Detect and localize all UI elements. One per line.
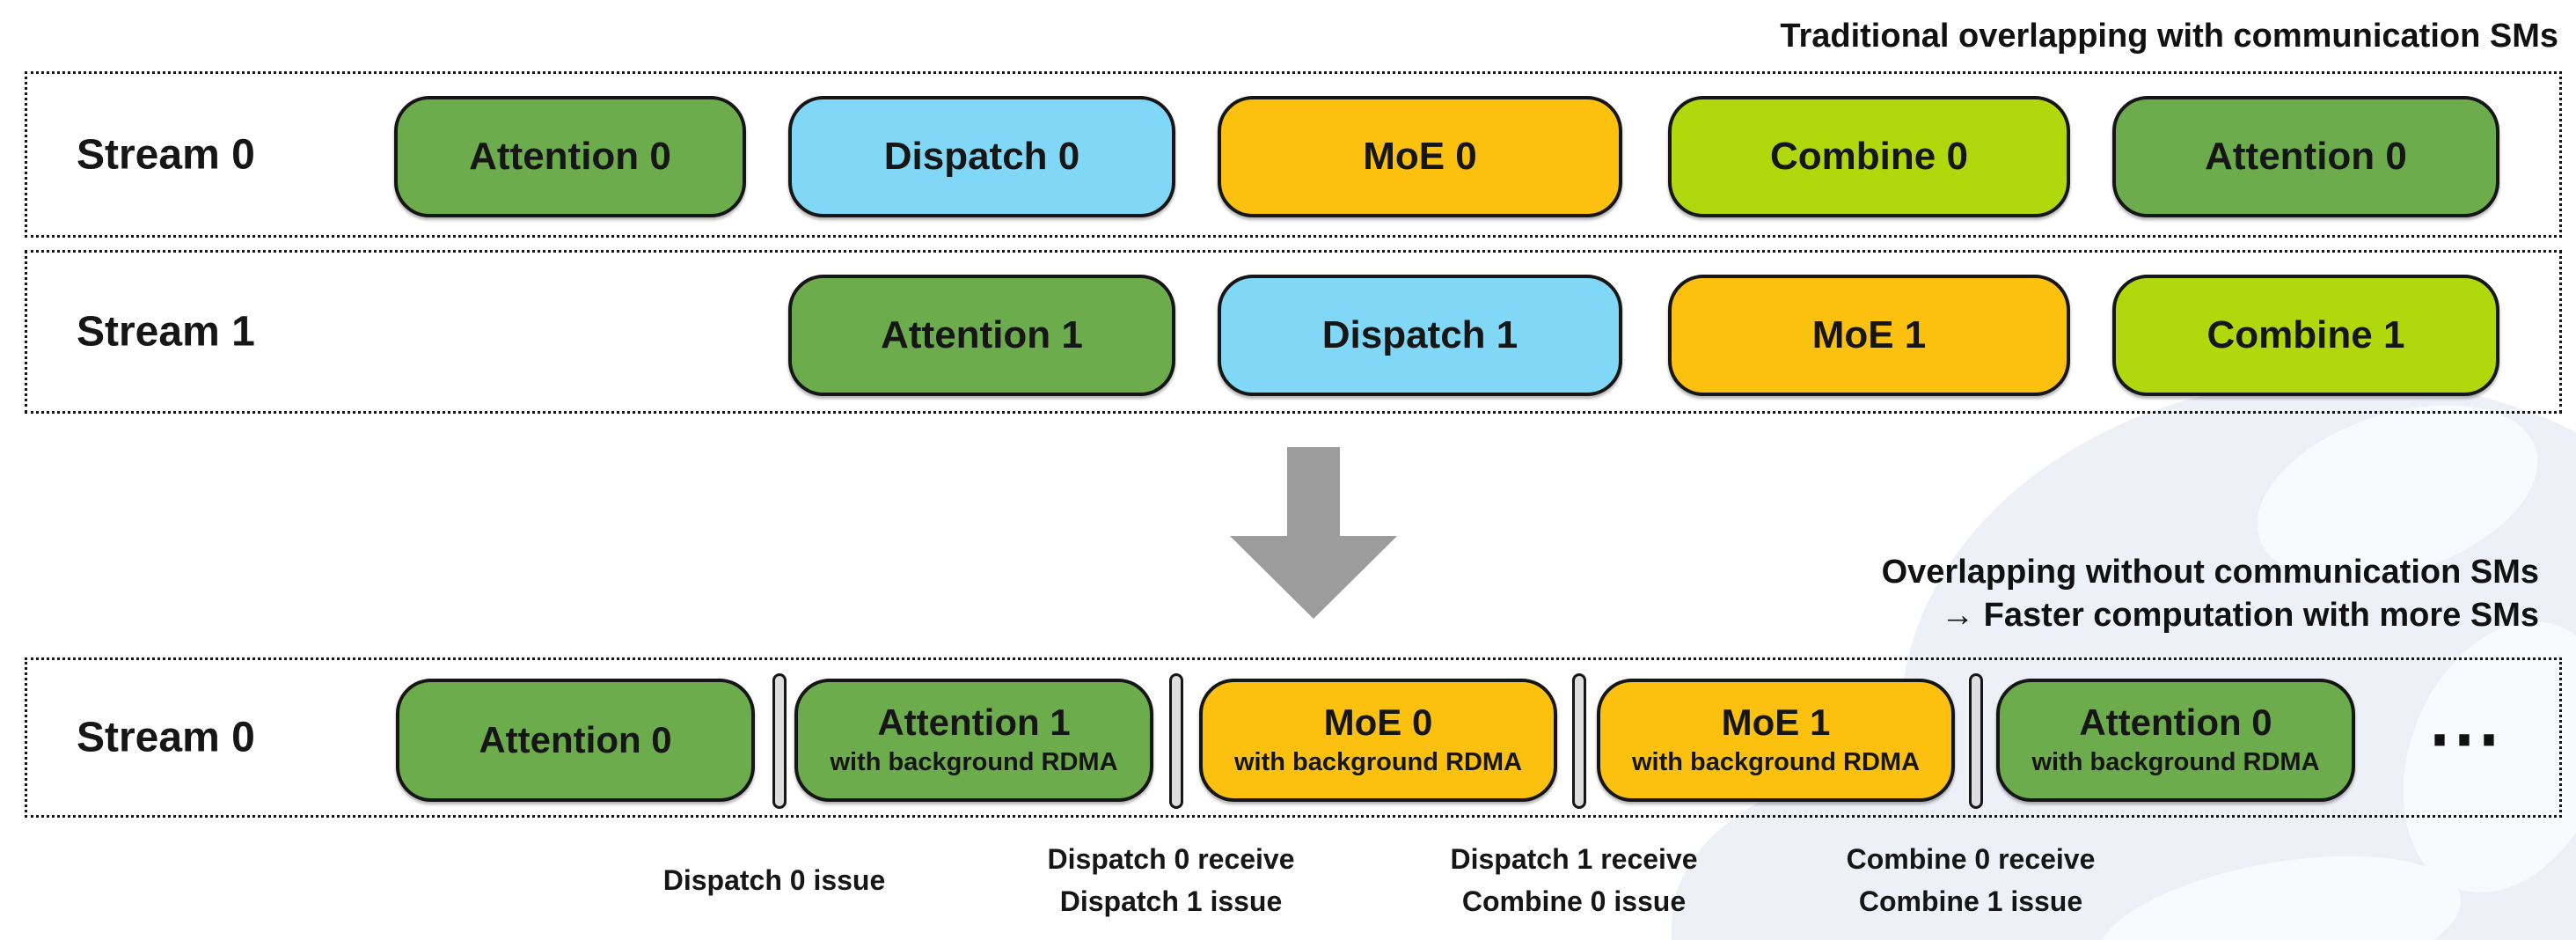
separator-pill <box>772 673 787 809</box>
block-sublabel: with background RDMA <box>830 748 1118 777</box>
block-attention-1: Attention 1 <box>788 275 1175 396</box>
stream0-label: Stream 0 <box>77 131 255 178</box>
annotation-line: Dispatch 1 receive <box>1450 843 1698 875</box>
annotation-line: Dispatch 0 receive <box>1047 843 1295 875</box>
block-attention-1-rdma: Attention 1 with background RDMA <box>794 679 1153 802</box>
caption-line-1: Overlapping without communication SMs <box>1881 554 2539 591</box>
block-sublabel: with background RDMA <box>2031 748 2320 777</box>
block-label: Attention 1 <box>877 701 1071 744</box>
block-label: MoE 0 <box>1323 701 1433 744</box>
stream-row-traditional-stream0: Stream 0 Attention 0 Dispatch 0 MoE 0 Co… <box>25 71 2562 238</box>
block-label: MoE 1 <box>1811 312 1927 356</box>
block-label: Attention 0 <box>2205 134 2407 178</box>
block-attention-0-next: Attention 0 <box>2112 96 2499 217</box>
block-label: MoE 0 <box>1363 134 1477 178</box>
stream-row-overlapped-stream0: Stream 0 Attention 0 Attention 1 with ba… <box>25 657 2562 818</box>
caption-line-2: → Faster computation with more SMs <box>1941 597 2539 635</box>
block-dispatch-1: Dispatch 1 <box>1218 275 1622 396</box>
stream-row-traditional-stream1: Stream 1 Attention 1 Dispatch 1 MoE 1 Co… <box>25 250 2562 414</box>
block-label: Dispatch 0 <box>883 134 1080 178</box>
down-arrow-icon <box>1230 447 1397 619</box>
block-sublabel: with background RDMA <box>1631 748 1921 777</box>
block-moe-0-rdma: MoE 0 with background RDMA <box>1199 679 1557 802</box>
separator-pill <box>1572 673 1586 809</box>
annotation-line: Dispatch 1 issue <box>1059 885 1283 917</box>
block-label: Attention 0 <box>479 718 672 760</box>
annotation-combine0-receive-combine1-issue: Combine 0 receive Combine 1 issue <box>1847 834 2096 926</box>
continuation-ellipsis: ⋯ <box>2427 696 2505 779</box>
down-arrow-shape <box>1230 447 1397 619</box>
block-label: Attention 1 <box>881 312 1083 356</box>
block-label: Attention 0 <box>2079 701 2272 744</box>
block-sublabel: with background RDMA <box>1233 748 1523 777</box>
block-label: Combine 1 <box>2206 312 2405 356</box>
caption-traditional-overlapping: Traditional overlapping with communicati… <box>1780 18 2558 55</box>
annotation-line: Combine 1 issue <box>1858 885 2083 917</box>
separator-pill <box>1169 673 1183 809</box>
block-moe-1-rdma: MoE 1 with background RDMA <box>1597 679 1955 802</box>
block-label: Dispatch 1 <box>1321 312 1519 356</box>
block-attention-0: Attention 0 <box>396 679 755 802</box>
block-moe-1: MoE 1 <box>1668 275 2070 396</box>
annotation-dispatch1-receive-combine0-issue: Dispatch 1 receive Combine 0 issue <box>1450 834 1697 926</box>
block-moe-0: MoE 0 <box>1218 96 1622 217</box>
annotation-line: Dispatch 0 issue <box>662 864 886 896</box>
block-attention-0-rdma: Attention 0 with background RDMA <box>1996 679 2355 802</box>
block-attention-0: Attention 0 <box>394 96 746 217</box>
block-label: MoE 1 <box>1721 701 1831 744</box>
annotation-dispatch0-receive-dispatch1-issue: Dispatch 0 receive Dispatch 1 issue <box>1047 834 1294 926</box>
block-label: Attention 0 <box>469 134 671 178</box>
stream0-label-bottom: Stream 0 <box>77 714 255 761</box>
stream1-label: Stream 1 <box>77 308 255 356</box>
annotation-line: Combine 0 issue <box>1461 885 1687 917</box>
block-combine-1: Combine 1 <box>2112 275 2499 396</box>
block-dispatch-0: Dispatch 0 <box>788 96 1175 217</box>
block-label: Combine 0 <box>1770 134 1968 178</box>
annotation-line: Combine 0 receive <box>1846 843 2096 875</box>
caption-overlapping-without-sms: Overlapping without communication SMs → … <box>1882 551 2539 638</box>
annotation-dispatch0-issue: Dispatch 0 issue <box>663 834 886 926</box>
block-combine-0: Combine 0 <box>1668 96 2070 217</box>
separator-pill <box>1969 673 1983 809</box>
